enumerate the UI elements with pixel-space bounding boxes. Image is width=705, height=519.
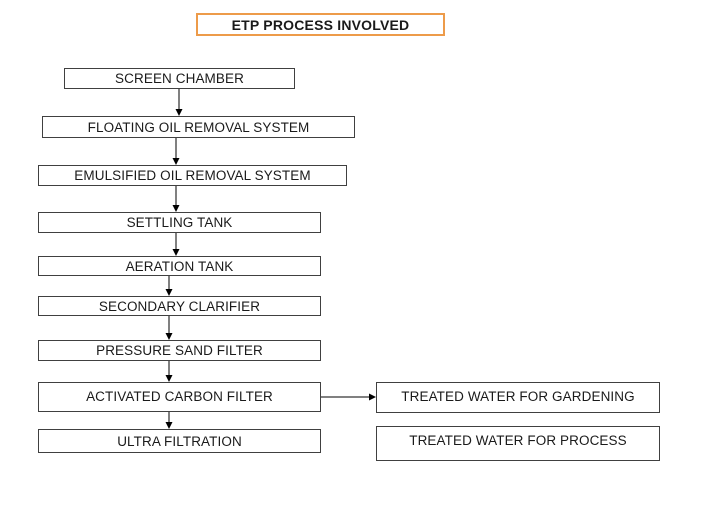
node-aeration-tank: AERATION TANK: [38, 256, 321, 276]
node-ultra-filtration: ULTRA FILTRATION: [38, 429, 321, 453]
node-treated-water-gardening: TREATED WATER FOR GARDENING: [376, 382, 660, 413]
node-emulsified-oil-removal: EMULSIFIED OIL REMOVAL SYSTEM: [38, 165, 347, 186]
node-treated-water-process: TREATED WATER FOR PROCESS: [376, 426, 660, 461]
node-secondary-clarifier: SECONDARY CLARIFIER: [38, 296, 321, 316]
node-settling-tank: SETTLING TANK: [38, 212, 321, 233]
node-activated-carbon-filter: ACTIVATED CARBON FILTER: [38, 382, 321, 412]
node-screen-chamber: SCREEN CHAMBER: [64, 68, 295, 89]
node-floating-oil-removal: FLOATING OIL REMOVAL SYSTEM: [42, 116, 355, 138]
node-pressure-sand-filter: PRESSURE SAND FILTER: [38, 340, 321, 361]
diagram-title: ETP PROCESS INVOLVED: [196, 13, 445, 36]
